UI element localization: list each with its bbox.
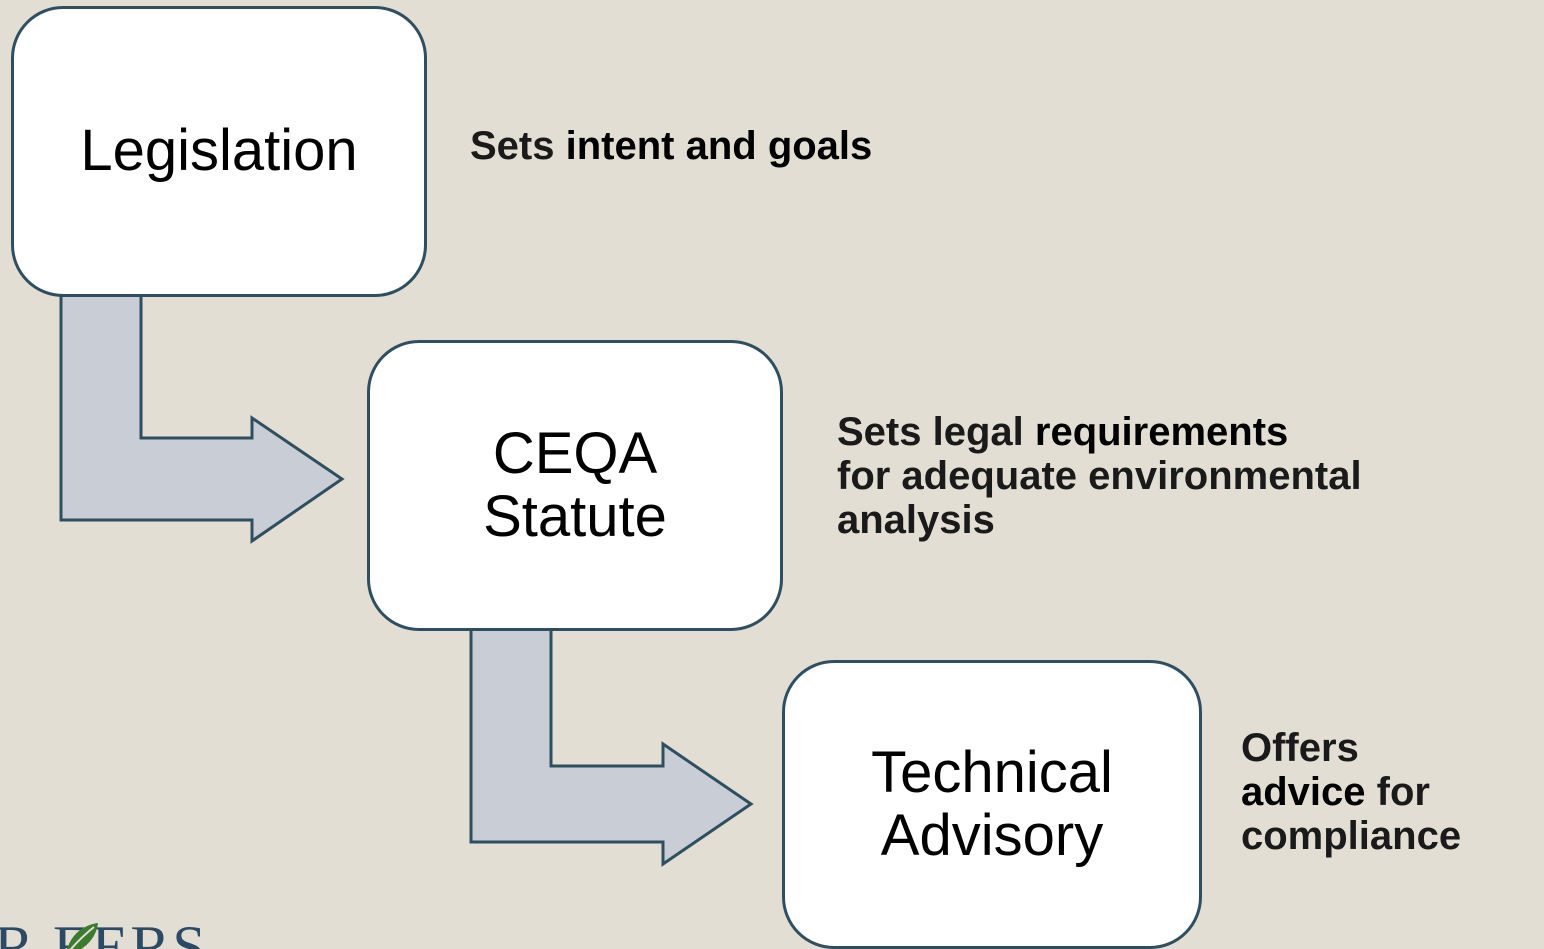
technical-desc-plain-2: for — [1365, 770, 1430, 814]
legislation-desc-highlight: intent and goals — [565, 124, 873, 168]
technical-advisory-box: Technical Advisory — [782, 660, 1202, 949]
arrow-legislation-to-ceqa — [59, 288, 345, 544]
ceqa-statute-box: CEQA Statute — [367, 340, 783, 631]
ceqa-desc-plain-2: for adequate environmental analysis — [837, 454, 1362, 542]
ceqa-desc-plain-1: Sets legal — [837, 410, 1035, 454]
legislation-label: Legislation — [80, 118, 358, 184]
technical-advisory-label: Technical Advisory — [871, 739, 1113, 868]
technical-desc-plain-1: Offers — [1241, 726, 1359, 770]
ceqa-description: Sets legal requirements for adequate env… — [837, 410, 1437, 542]
legislation-box: Legislation — [11, 6, 427, 297]
legislation-description: Sets intent and goals — [470, 124, 1030, 168]
arrow-ceqa-to-technical — [469, 623, 754, 867]
ceqa-desc-highlight: requirements — [1034, 410, 1289, 454]
ceqa-statute-label: CEQA Statute — [483, 420, 667, 549]
legislation-desc-plain: Sets — [470, 124, 566, 168]
leaf-icon — [67, 923, 98, 949]
technical-desc-plain-3: compliance — [1241, 814, 1462, 858]
technical-description: Offers advice for compliance — [1241, 726, 1541, 858]
organization-logo: R EERS — [0, 905, 360, 949]
technical-desc-highlight: advice — [1241, 770, 1366, 814]
logo-text: R EERS — [0, 914, 208, 949]
